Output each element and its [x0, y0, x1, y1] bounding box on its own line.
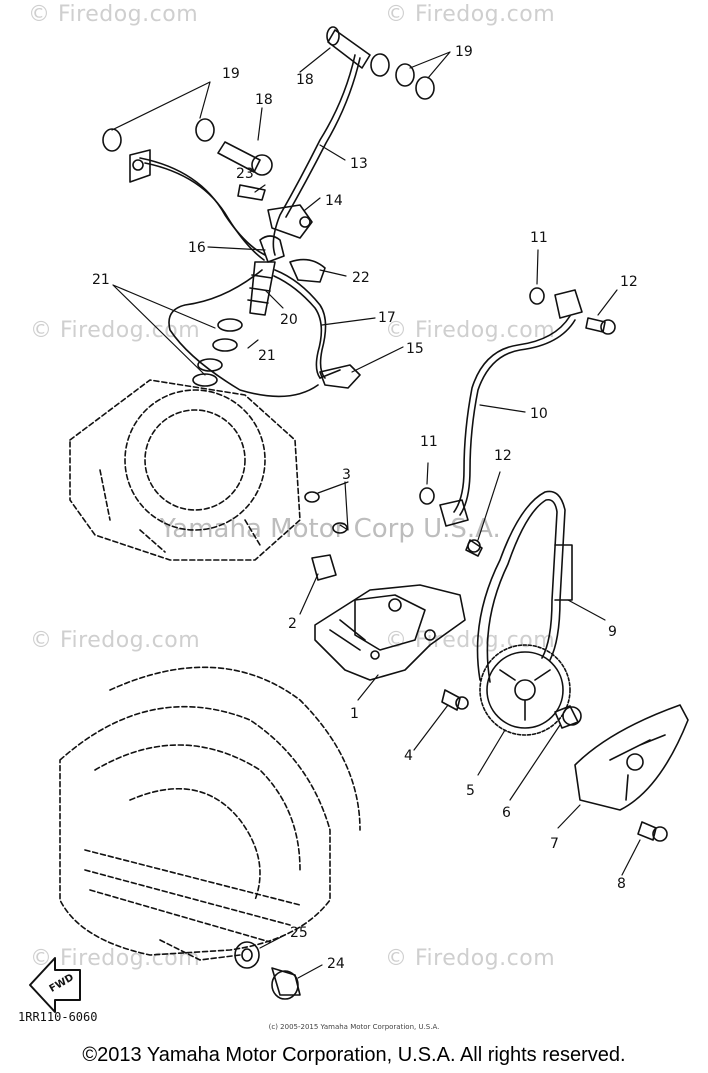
callout-16: 16: [188, 240, 206, 256]
watermark: © Firedog.com: [30, 946, 201, 971]
bolt-18-left: [217, 141, 273, 176]
callout-19-top: 19: [455, 44, 473, 60]
callout-9: 9: [608, 624, 617, 640]
oring-3a: [304, 491, 320, 503]
cylinder-head-outline: [69, 379, 301, 561]
callout-12-lower: 12: [494, 448, 512, 464]
callout-7: 7: [550, 836, 559, 852]
watermark: © Firedog.com: [385, 2, 556, 27]
watermark: © Firedog.com: [385, 946, 556, 971]
watermark: © Firedog.com: [385, 318, 556, 343]
callout-6: 6: [502, 805, 511, 821]
callout-20: 20: [280, 312, 298, 328]
callout-23: 23: [236, 166, 254, 182]
clamp-23: [237, 184, 266, 201]
fitting-22: [289, 258, 326, 283]
bolt-18-top: [326, 26, 371, 69]
flange-top: [554, 289, 583, 319]
callout-2: 2: [288, 616, 297, 632]
callout-3: 3: [342, 467, 351, 483]
callout-18-top: 18: [296, 72, 314, 88]
cover-7: [574, 704, 689, 811]
oil-pump-1: [314, 584, 466, 681]
oring-11-lower: [419, 487, 435, 505]
callout-21-upper: 21: [92, 272, 110, 288]
callout-1: 1: [350, 706, 359, 722]
callout-18-left: 18: [255, 92, 273, 108]
screw-4: [441, 689, 469, 711]
washer-25: [234, 941, 260, 969]
bolt-12-lower: [465, 539, 483, 557]
part-code: 1RR110-6060: [18, 1010, 98, 1024]
washers-19-left: [102, 118, 215, 152]
callout-8: 8: [617, 876, 626, 892]
watermark: © Firedog.com: [28, 2, 199, 27]
oring-11-top: [529, 287, 545, 305]
bolt-6: [554, 705, 582, 729]
callout-21-lower: 21: [258, 348, 276, 364]
callout-10: 10: [530, 406, 548, 422]
callout-17: 17: [378, 310, 396, 326]
washers-19-top: [370, 53, 435, 100]
callout-12-top: 12: [620, 274, 638, 290]
callout-4: 4: [404, 748, 413, 764]
copyright-notice: ©2013 Yamaha Motor Corporation, U.S.A. A…: [82, 1044, 626, 1066]
bolt-8: [637, 821, 668, 842]
oil-pipe-13: [272, 54, 356, 256]
callout-14: 14: [325, 193, 343, 209]
banjo-left: [129, 149, 151, 183]
callout-13: 13: [350, 156, 368, 172]
watermark: © Firedog.com: [30, 318, 201, 343]
sprocket-5: [479, 644, 571, 736]
drive-chain-9: [476, 490, 573, 683]
washers-21: [192, 318, 243, 387]
callout-11-top: 11: [530, 230, 548, 246]
crankcase-outline: [59, 666, 361, 961]
watermark: © Firedog.com: [30, 628, 201, 653]
fwd-arrow-icon: [29, 957, 81, 1013]
union-16: [259, 235, 285, 263]
bolt-12-top: [585, 317, 616, 335]
flange-lower: [439, 499, 469, 527]
callout-15: 15: [406, 341, 424, 357]
callout-11-lower: 11: [420, 434, 438, 450]
callout-25: 25: [290, 925, 308, 941]
oring-3b: [332, 522, 348, 534]
callout-5: 5: [466, 783, 475, 799]
banjo-15: [319, 364, 361, 389]
pin-2: [311, 554, 337, 581]
bolt-20: [247, 261, 276, 316]
oil-pipe-17: [139, 157, 327, 379]
callout-19-left: 19: [222, 66, 240, 82]
bolt-24: [271, 967, 301, 1000]
callout-22: 22: [352, 270, 370, 286]
small-copyright: (c) 2005-2015 Yamaha Motor Corporation, …: [268, 1023, 440, 1031]
callout-24: 24: [327, 956, 345, 972]
clamp-14: [267, 204, 313, 239]
oil-pipe-10: [459, 319, 576, 516]
